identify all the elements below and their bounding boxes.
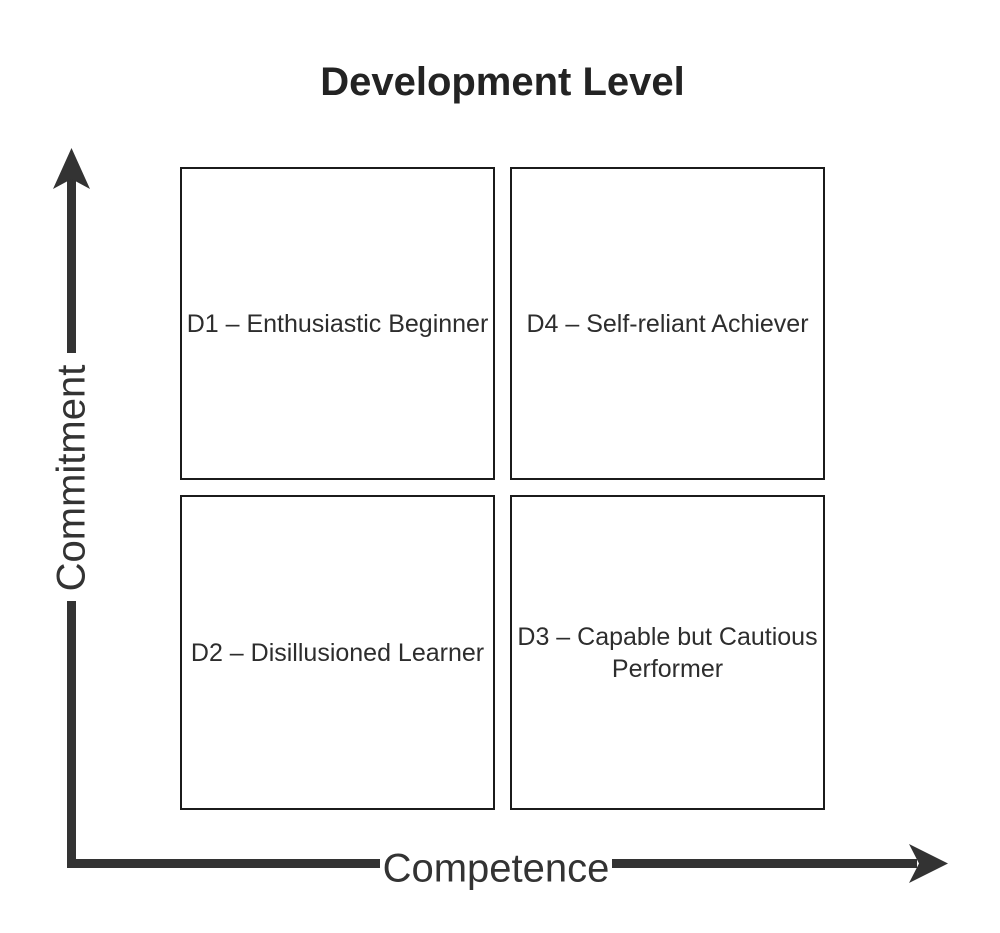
x-axis-line-right <box>612 859 917 868</box>
quadrant-d2-label: D2 – Disillusioned Learner <box>190 638 485 667</box>
quadrant-d2: D2 – Disillusioned Learner <box>180 495 495 810</box>
y-axis-label: Commitment <box>49 364 94 592</box>
quadrant-d3-label: D3 – Capable but Cautious Performer <box>517 622 818 683</box>
quadrant-d4: D4 – Self-reliant Achiever <box>510 167 825 480</box>
diagram-title: Development Level <box>320 60 685 104</box>
y-axis-line-upper <box>67 178 76 353</box>
quadrant-d1: D1 – Enthusiastic Beginner <box>180 167 495 480</box>
quadrant-d4-label: D4 – Self-reliant Achiever <box>526 309 809 338</box>
quadrant-d1-label: D1 – Enthusiastic Beginner <box>186 309 489 338</box>
quadrant-d3: D3 – Capable but Cautious Performer <box>510 495 825 810</box>
y-axis-line-lower <box>67 601 76 867</box>
x-axis-label: Competence <box>382 846 610 891</box>
up-arrowhead-icon <box>53 148 90 189</box>
right-arrowhead-icon <box>909 844 948 883</box>
x-axis-line-left <box>67 859 380 868</box>
